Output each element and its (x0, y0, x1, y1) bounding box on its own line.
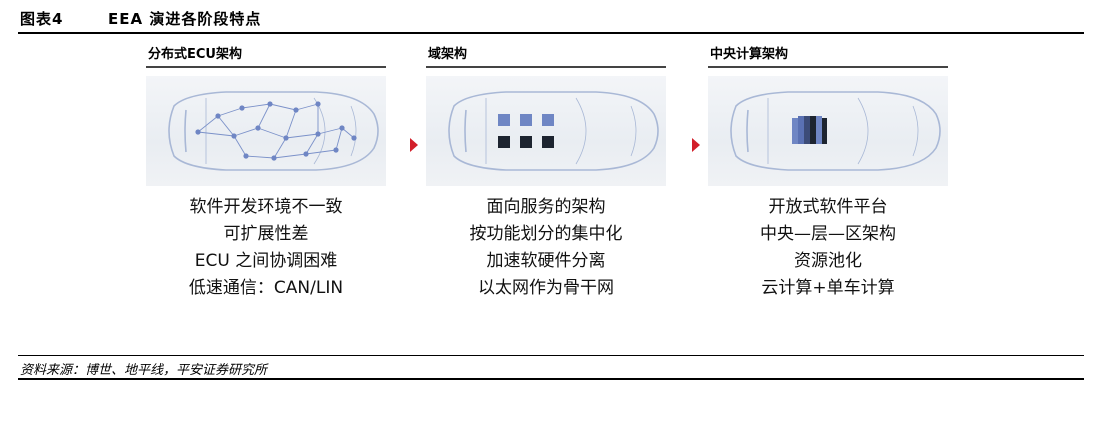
figure-label: 图表4 (20, 10, 64, 28)
feature-item: 加速软硬件分离 (486, 251, 606, 271)
stage-title: 中央计算架构 (708, 44, 948, 68)
feature-item: 软件开发环境不一致 (189, 197, 343, 217)
feature-item: 云计算+单车计算 (761, 278, 895, 298)
feature-item: 低速通信：CAN/LIN (188, 278, 344, 298)
distributed-ecu-car-image (146, 76, 386, 186)
feature-list: 软件开发环境不一致 可扩展性差 ECU 之间协调困难 低速通信：CAN/LIN (146, 194, 386, 302)
central-computing-car-image (708, 76, 948, 186)
stage-title: 分布式ECU架构 (146, 44, 386, 68)
source-text: 资料来源：博世、地平线，平安证券研究所 (20, 363, 268, 378)
car-topview-icon (730, 91, 941, 171)
feature-item: 按功能划分的集中化 (469, 224, 623, 244)
feature-item: 开放式软件平台 (768, 197, 888, 217)
arrow-right-icon (410, 138, 418, 152)
stage-title: 域架构 (426, 44, 666, 68)
feature-item: 以太网作为骨干网 (478, 278, 614, 298)
figure-header: 图表4 EEA 演进各阶段特点 (18, 4, 1084, 34)
domain-car-image (426, 76, 666, 186)
feature-item: 中央—层—区架构 (760, 224, 896, 244)
figure-title: EEA 演进各阶段特点 (108, 10, 262, 28)
feature-item: ECU 之间协调困难 (194, 251, 338, 271)
car-topview-icon (168, 91, 379, 171)
stage-central-computing: 中央计算架构 开放式软件平台 中央—层—区架构 资源池化 云计算+单车计算 (708, 44, 948, 302)
car-topview-icon (448, 91, 659, 171)
feature-item: 资源池化 (794, 251, 862, 271)
feature-item: 面向服务的架构 (486, 197, 606, 217)
feature-item: 可扩展性差 (223, 224, 309, 244)
source-note: 资料来源：博世、地平线，平安证券研究所 (18, 355, 1084, 380)
feature-list: 开放式软件平台 中央—层—区架构 资源池化 云计算+单车计算 (708, 194, 948, 302)
feature-list: 面向服务的架构 按功能划分的集中化 加速软硬件分离 以太网作为骨干网 (426, 194, 666, 302)
arrow-right-icon (692, 138, 700, 152)
stage-domain: 域架构 面向服务的架构 按功能划分的集中化 加速软硬件分离 以太网作为骨干网 (426, 44, 666, 302)
stage-distributed-ecu: 分布式ECU架构 (146, 44, 386, 302)
